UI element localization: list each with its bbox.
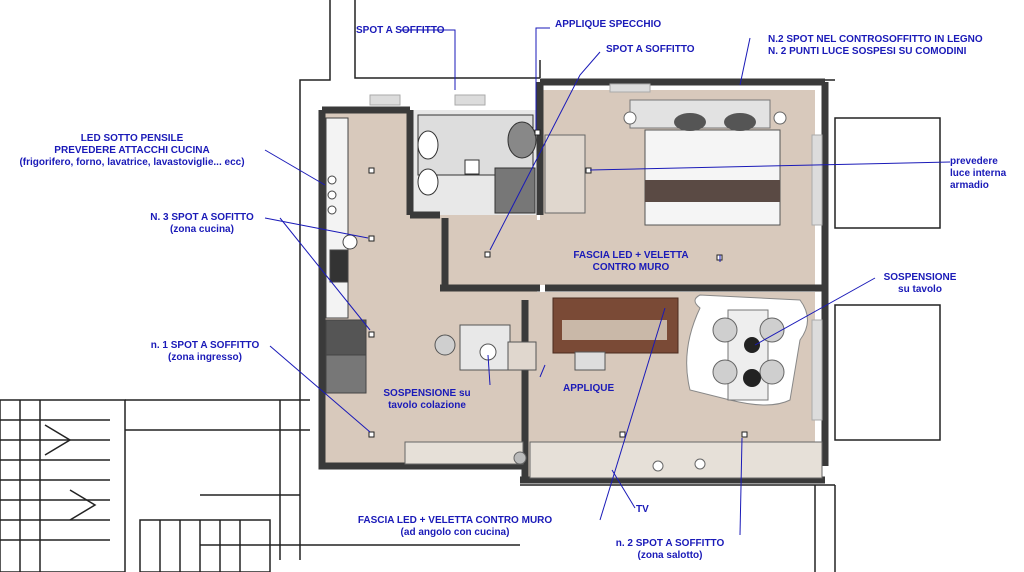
label-sospensione-tavolo: SOSPENSIONE su tavolo — [883, 272, 957, 295]
label-spot-disimpegno: SPOT A SOFFITTO — [606, 44, 695, 55]
label-tv: TV — [636, 504, 649, 515]
label-applique: APPLIQUE — [563, 383, 615, 394]
label-spot-bagno: SPOT A SOFFITTO — [356, 25, 445, 36]
label-armadio: prevedere luce interna armadio — [950, 156, 1007, 191]
bed — [623, 99, 787, 226]
stairwell — [0, 380, 520, 572]
label-fascia-angolo: FASCIA LED + VELETTA CONTRO MURO (ad ang… — [357, 515, 553, 538]
leader-lines — [264, 27, 951, 536]
windows — [369, 83, 823, 421]
label-applique-specchio: APPLIQUE SPECCHIO — [555, 19, 662, 30]
tv-wall-unit — [404, 441, 823, 479]
closet — [544, 134, 586, 214]
label-camera: N.2 SPOT NEL CONTROSOFFITTO IN LEGNO N. … — [768, 34, 983, 57]
breakfast-table — [434, 324, 537, 371]
label-cucina: LED SOTTO PENSILE PREVEDERE ATTACCHI CUC… — [19, 133, 245, 168]
sofa — [552, 297, 679, 371]
label-spot-salotto: n. 2 SPOT A SOFFITTO (zona salotto) — [615, 538, 725, 561]
label-fascia-led: FASCIA LED + VELETTA CONTRO MURO — [573, 250, 689, 273]
bathroom-fixtures — [417, 114, 537, 214]
walls — [318, 78, 829, 484]
label-spot-ingresso: n. 1 SPOT A SOFFITTO (zona ingresso) — [150, 340, 260, 363]
kitchen-counter — [325, 117, 367, 394]
dining-area — [686, 294, 808, 406]
label-sospensione-colazione: SOSPENSIONE su tavolo colazione — [383, 388, 471, 411]
label-spot-cucina: N. 3 SPOT A SOFITTO (zona cucina) — [150, 212, 254, 235]
